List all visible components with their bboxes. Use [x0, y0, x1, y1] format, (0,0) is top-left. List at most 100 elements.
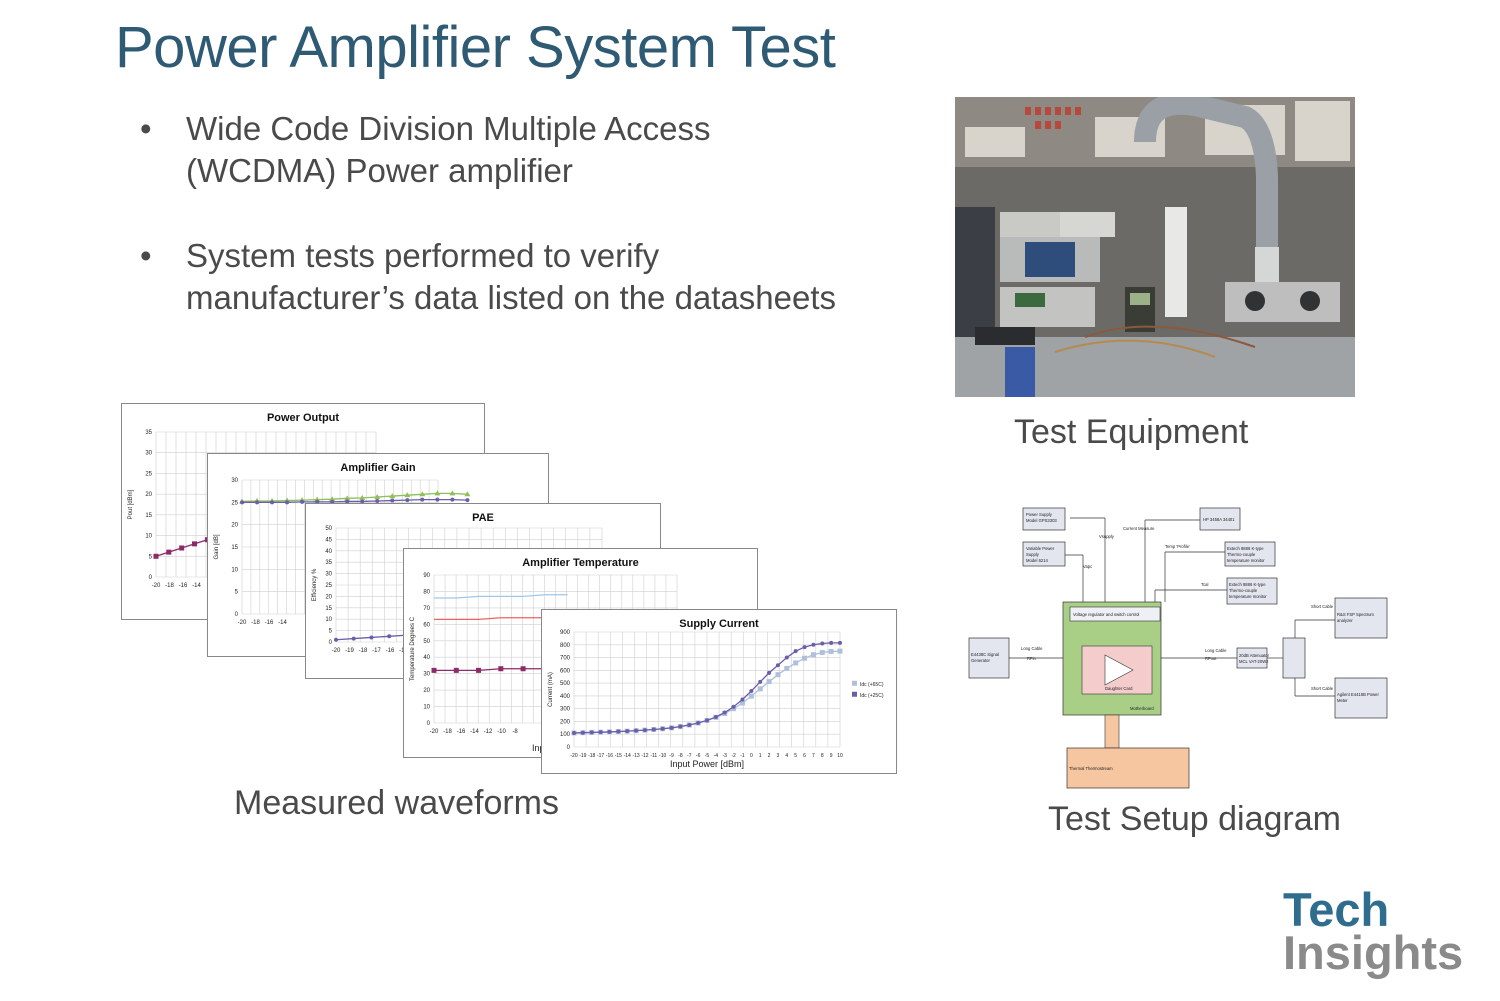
thermocouple-monitor-box — [1226, 577, 1278, 605]
svg-text:Long Cable: Long Cable — [1205, 648, 1227, 653]
svg-text:analyzer: analyzer — [1337, 618, 1353, 623]
data-point — [722, 710, 727, 715]
data-point — [758, 679, 763, 684]
y-tick-label: 60 — [423, 622, 430, 628]
data-point — [435, 497, 440, 502]
y-axis-label: Temperature Degrees C — [410, 616, 416, 681]
svg-text:Voltage regulator and switch c: Voltage regulator and switch control — [1073, 612, 1139, 617]
y-tick-label: 30 — [423, 672, 430, 678]
data-point — [315, 499, 320, 504]
x-tick-label: -19 — [345, 648, 354, 654]
data-point — [345, 499, 350, 504]
slide-title: Power Amplifier System Test — [115, 15, 836, 80]
data-point — [572, 730, 576, 735]
y-tick-label: 10 — [231, 567, 238, 573]
data-point — [767, 670, 772, 675]
data-point — [660, 726, 665, 731]
data-point — [669, 725, 674, 730]
caption-test-equipment: Test Equipment — [1014, 413, 1249, 451]
data-point — [749, 689, 754, 694]
svg-text:RFout: RFout — [1205, 656, 1217, 661]
data-point — [713, 714, 718, 719]
bullet-item: • Wide Code Division Multiple Access (WC… — [140, 108, 860, 192]
data-point — [255, 500, 260, 505]
data-point — [420, 497, 425, 502]
data-point — [757, 686, 763, 692]
data-point — [687, 723, 692, 728]
data-point — [498, 666, 504, 672]
svg-text:Thermal Thermostream: Thermal Thermostream — [1069, 766, 1113, 771]
spectrum-analyzer-box — [1334, 597, 1388, 639]
data-point — [696, 720, 701, 725]
svg-text:Model 6214: Model 6214 — [1026, 558, 1049, 563]
data-point — [739, 700, 745, 706]
y-tick-label: 30 — [231, 478, 238, 484]
x-tick-label: 8 — [821, 753, 824, 759]
y-tick-label: 50 — [423, 639, 430, 645]
data-point — [634, 728, 639, 733]
x-tick-label: 5 — [794, 753, 797, 759]
y-axis-label: Gain [dB] — [214, 534, 220, 559]
data-point — [819, 649, 825, 655]
y-tick-label: 0 — [329, 640, 333, 646]
data-point — [748, 693, 754, 699]
data-point — [625, 729, 630, 734]
chart-title: Amplifier Temperature — [522, 557, 639, 569]
data-point — [375, 498, 380, 503]
data-point — [607, 729, 612, 734]
x-tick-label: -6 — [696, 753, 701, 759]
data-point — [419, 491, 426, 497]
x-tick-label: -5 — [705, 753, 710, 759]
y-tick-label: 5 — [149, 554, 153, 560]
x-tick-label: -18 — [359, 648, 368, 654]
x-tick-label: -1 — [740, 753, 745, 759]
data-point — [766, 679, 772, 685]
y-tick-label: 10 — [423, 705, 430, 711]
svg-text:Short Cable: Short Cable — [1311, 604, 1334, 609]
x-tick-label: -19 — [579, 753, 586, 759]
data-point — [404, 492, 411, 498]
signal-generator-box — [968, 637, 1010, 679]
y-tick-label: 15 — [145, 513, 152, 519]
data-point — [431, 667, 437, 673]
data-point — [810, 652, 816, 658]
svg-text:HP 3458A 34401: HP 3458A 34401 — [1203, 517, 1235, 522]
legend-label: Idc (+65C) — [860, 682, 884, 688]
y-tick-label: 5 — [235, 590, 239, 596]
y-tick-label: 5 — [329, 629, 333, 635]
x-tick-label: -16 — [265, 620, 274, 626]
x-tick-label: -16 — [386, 648, 395, 654]
data-point — [740, 697, 745, 702]
svg-text:Model GPS3303: Model GPS3303 — [1026, 518, 1057, 523]
power-supply-box — [1022, 507, 1066, 531]
data-point — [616, 729, 621, 734]
data-point — [351, 636, 356, 641]
bullet-text: System tests performed to verify manufac… — [186, 237, 837, 316]
y-tick-label: 10 — [145, 534, 152, 540]
x-tick-label: -14 — [624, 753, 631, 759]
y-tick-label: 40 — [423, 655, 430, 661]
x-tick-label: -16 — [606, 753, 613, 759]
data-point — [465, 498, 470, 503]
y-axis-label: Pout [dBm] — [128, 489, 134, 519]
data-point — [192, 541, 197, 547]
y-tick-label: 30 — [145, 451, 152, 457]
data-point — [453, 667, 459, 673]
data-point — [784, 655, 789, 660]
data-point — [802, 655, 808, 661]
data-point — [270, 500, 275, 505]
x-tick-label: -12 — [641, 753, 648, 759]
series-line — [434, 594, 568, 599]
data-point — [369, 635, 374, 640]
data-point — [374, 493, 381, 499]
y-tick-label: 500 — [560, 681, 571, 687]
x-tick-label: -17 — [597, 753, 604, 759]
x-tick-label: 0 — [750, 753, 753, 759]
y-tick-label: 800 — [560, 643, 571, 649]
series-line — [241, 492, 468, 503]
data-point — [450, 497, 455, 502]
data-point — [329, 496, 336, 502]
x-tick-label: -18 — [588, 753, 595, 759]
logo-line-insights: Insights — [1283, 926, 1464, 979]
y-tick-label: 0 — [567, 745, 571, 751]
